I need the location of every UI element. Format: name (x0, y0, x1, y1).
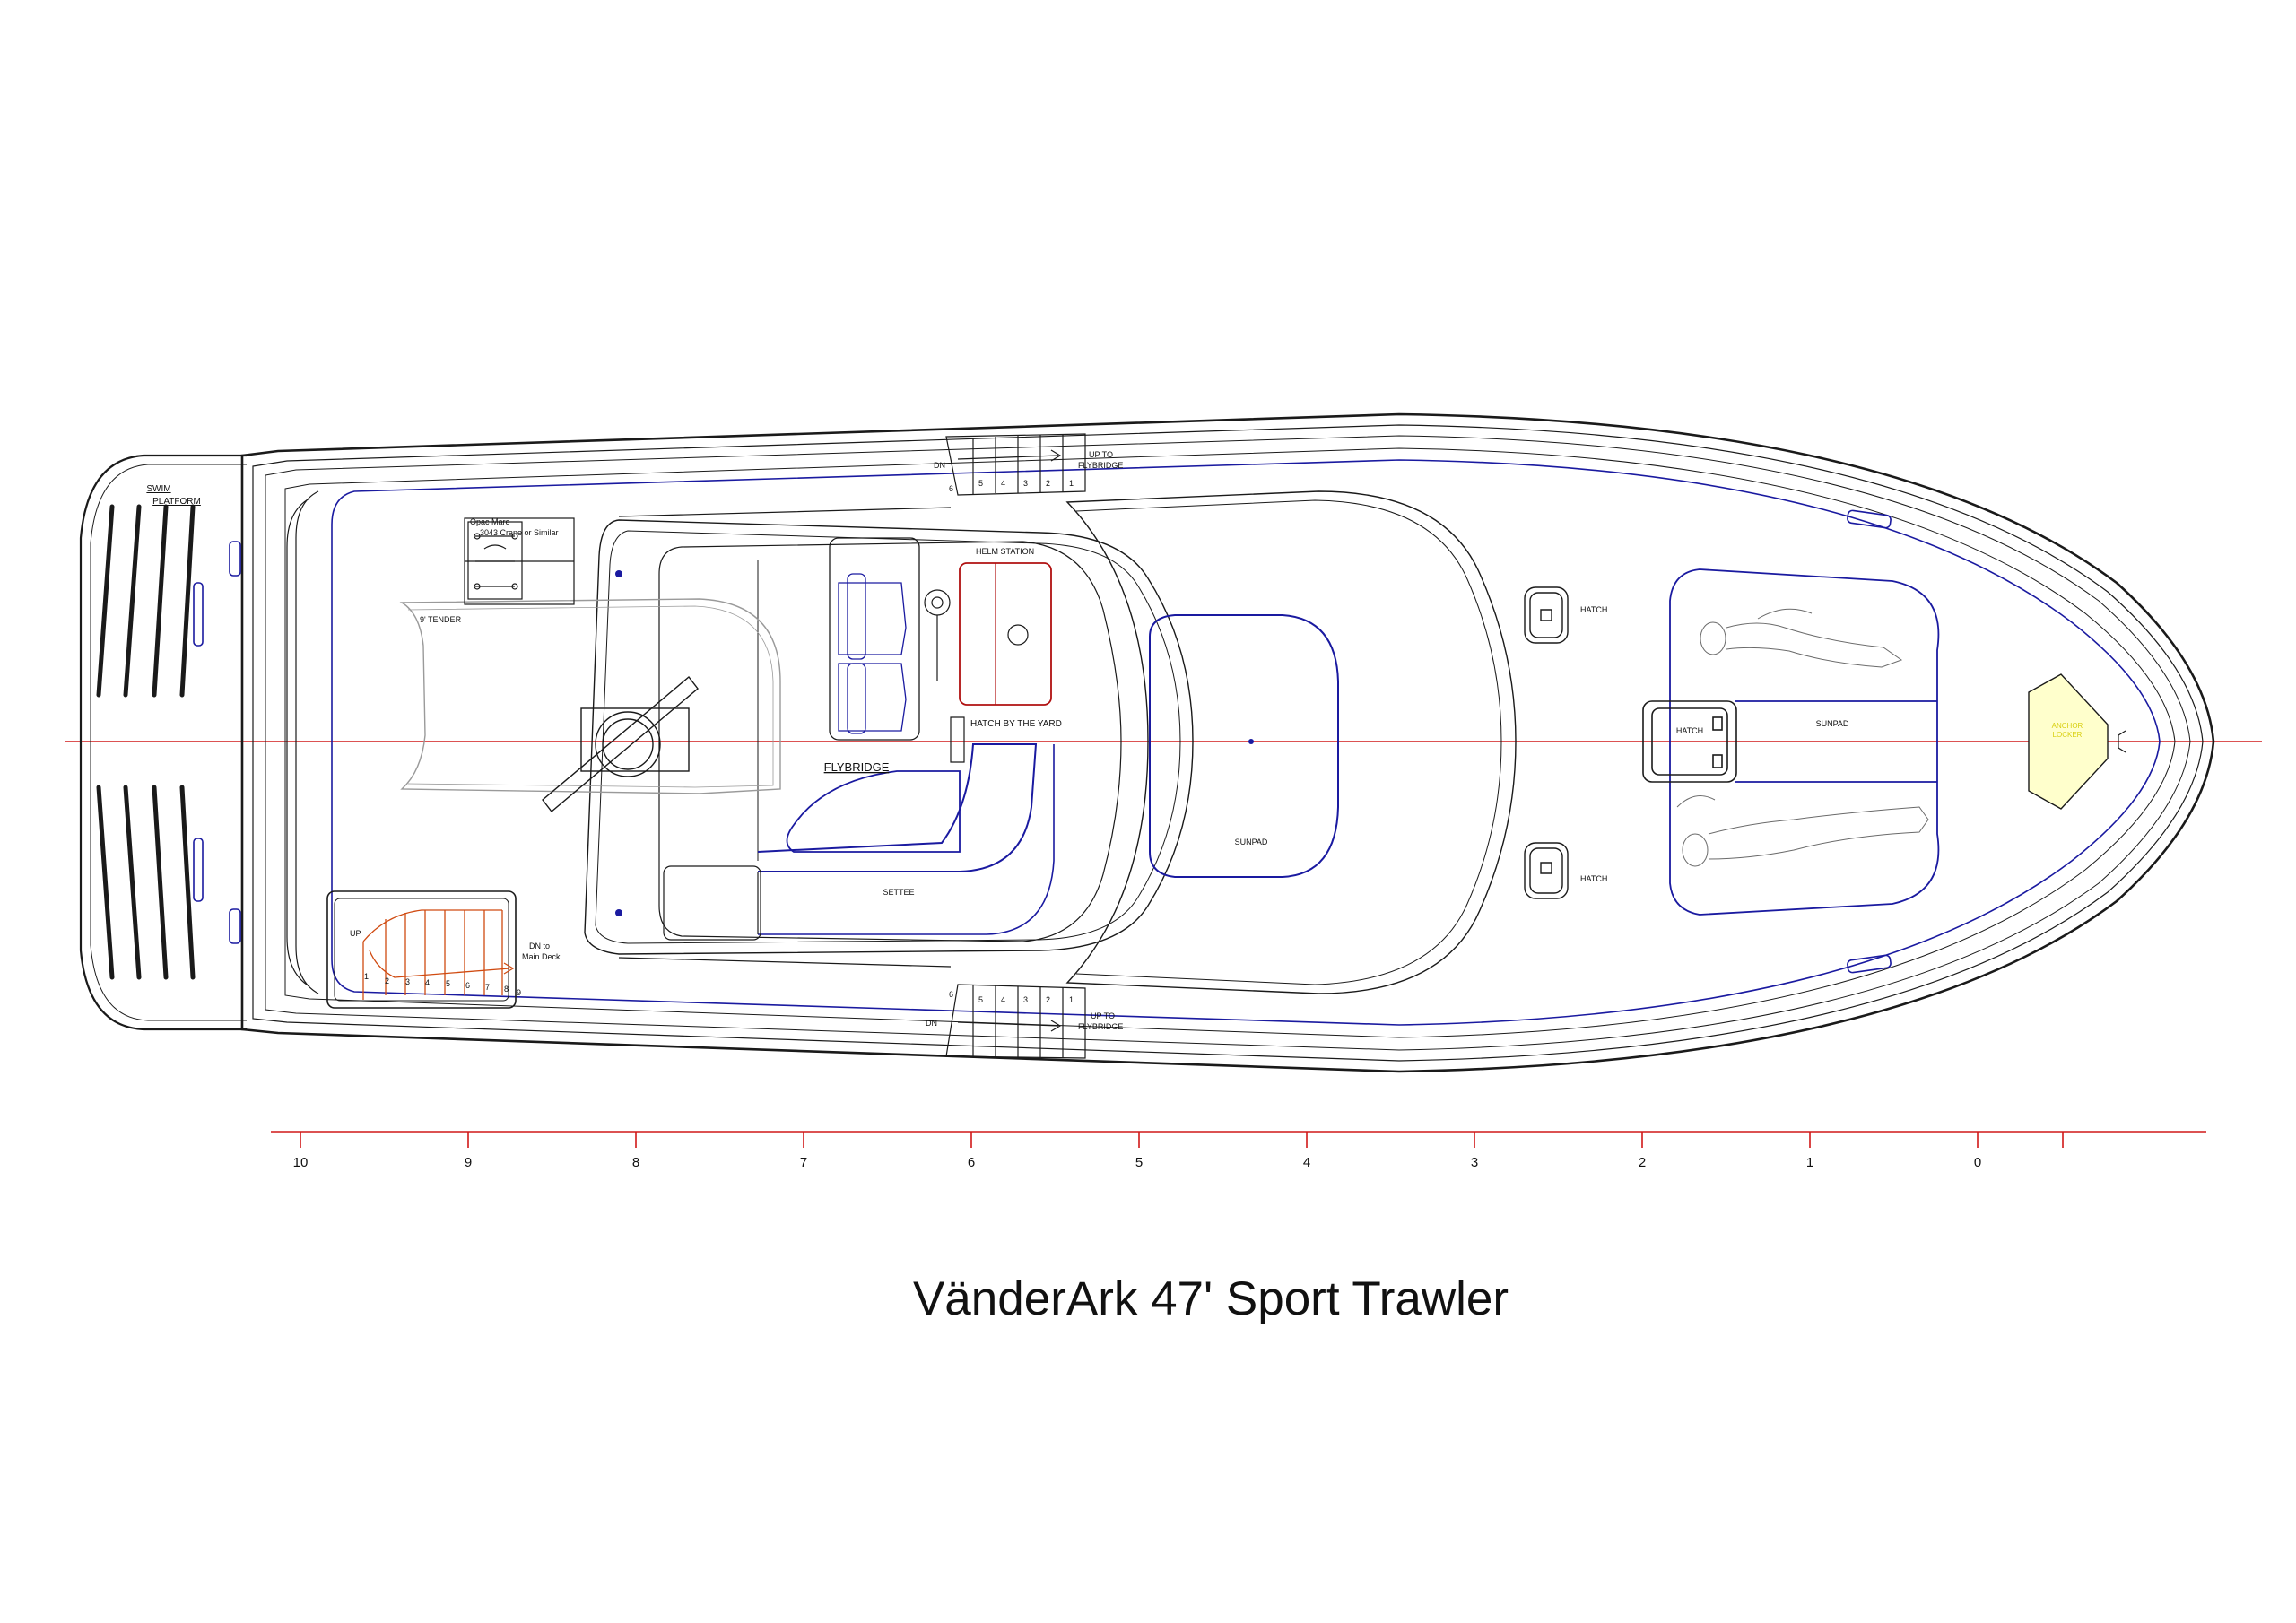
scale-numbers: 10 9 8 7 6 5 4 3 2 1 0 (293, 1155, 1982, 1170)
main-stair-number: 9 (517, 988, 521, 997)
crane-label-1: Opac Mare (470, 517, 510, 526)
sunbather-figures (1676, 608, 1929, 867)
scale-number: 10 (293, 1155, 309, 1170)
main-stair-number: 1 (364, 972, 369, 981)
scale-number: 7 (800, 1155, 807, 1170)
main-stair-number: 7 (485, 983, 490, 992)
tender-label: 9' TENDER (420, 615, 462, 624)
top-stair-number: 6 (949, 484, 953, 493)
drawing-title: VänderArk 47' Sport Trawler (912, 1272, 1509, 1325)
scale-number: 2 (1639, 1155, 1646, 1170)
swim-platform-label-1: SWIM (146, 484, 170, 494)
top-stair-numbers: 6 5 4 3 2 1 (949, 479, 1074, 493)
flybridge-deck (658, 541, 1122, 942)
hatch-upper-label: HATCH (1580, 605, 1607, 614)
scale-ticks (300, 1132, 2064, 1148)
steering-wheel (924, 589, 1029, 681)
helm-console (959, 562, 1052, 706)
scale-number: 8 (632, 1155, 639, 1170)
tender (399, 598, 781, 794)
hatch-center-label: HATCH (1676, 726, 1703, 735)
top-stair-number: 3 (1023, 479, 1028, 488)
dn-top-label: DN (934, 461, 945, 470)
up-bottom-label-1: UP TO (1091, 1011, 1115, 1020)
scale-number: 0 (1974, 1155, 1981, 1170)
cabin-top (584, 490, 1517, 994)
anchor-locker-label-2: LOCKER (2053, 731, 2083, 739)
helm-seats (829, 537, 920, 741)
scale-number: 1 (1806, 1155, 1813, 1170)
hatch-by-yard-label: HATCH BY THE YARD (970, 719, 1062, 729)
bow-sunpad-area (1669, 568, 1940, 916)
top-stair-number: 5 (978, 479, 983, 488)
up-top-label-2: FLYBRIDGE (1078, 461, 1123, 470)
stairs-top (945, 433, 1086, 496)
mounting-points (615, 570, 1254, 916)
sunpad-center-label: SUNPAD (1235, 838, 1268, 846)
bottom-stair-numbers: 6 5 4 3 2 1 (949, 990, 1074, 1004)
bottom-stair-number: 4 (1001, 995, 1005, 1004)
bottom-stair-number: 2 (1046, 995, 1050, 1004)
up-top-label-1: UP TO (1089, 450, 1113, 459)
swim-platform (79, 454, 247, 1031)
bottom-stair-number: 1 (1069, 995, 1074, 1004)
hull-outline (240, 412, 2215, 1073)
main-stair-number: 4 (425, 978, 430, 987)
dn-main-label-1: DN to (529, 942, 550, 950)
crane-boom (542, 675, 699, 813)
settee (757, 743, 1055, 935)
dn-bottom-label: DN (926, 1019, 937, 1028)
bottom-stair-number: 6 (949, 990, 953, 999)
top-stair-number: 4 (1001, 479, 1005, 488)
main-stair-number: 6 (465, 981, 470, 990)
crane-label-2: 3043 Crane or Similar (480, 528, 559, 537)
sunpad-center (1149, 614, 1339, 878)
hatch-lower-label: HATCH (1580, 874, 1607, 883)
top-stair-number: 2 (1046, 479, 1050, 488)
up-label: UP (350, 929, 361, 938)
top-stair-number: 1 (1069, 479, 1074, 488)
main-stair-number: 8 (504, 985, 509, 994)
scale-number: 3 (1471, 1155, 1478, 1170)
anchor-locker-label-1: ANCHOR (2052, 722, 2083, 730)
main-stairs (326, 890, 517, 1009)
settee-label: SETTEE (883, 888, 914, 897)
scale-number: 6 (968, 1155, 975, 1170)
center-hatch-shape (1642, 700, 1737, 783)
bottom-stair-number: 3 (1023, 995, 1028, 1004)
hatch-upper-shape (1524, 586, 1569, 644)
flybridge-label: FLYBRIDGE (824, 760, 890, 774)
deck-edge (331, 459, 2161, 1026)
hatch-lower-shape (1524, 842, 1569, 899)
scale-number: 5 (1135, 1155, 1143, 1170)
anchor-locker (2028, 673, 2126, 810)
stairs-bottom (945, 984, 1086, 1059)
main-stair-numbers: 1 2 3 4 5 6 7 8 9 (364, 972, 521, 997)
up-bottom-label-2: FLYBRIDGE (1078, 1022, 1123, 1031)
scale-number: 9 (465, 1155, 472, 1170)
settee-outline (663, 716, 965, 941)
helm-station-label: HELM STATION (976, 547, 1034, 556)
scale-number: 4 (1303, 1155, 1310, 1170)
cleats (193, 509, 1892, 974)
sunpad-bow-label: SUNPAD (1816, 719, 1849, 728)
main-stair-number: 2 (385, 976, 389, 985)
main-stair-number: 3 (405, 977, 410, 986)
crane (464, 517, 575, 605)
swim-platform-label-2: PLATFORM (152, 497, 201, 507)
swim-platform-slats (96, 504, 196, 980)
dn-main-label-2: Main Deck (522, 952, 561, 961)
bottom-stair-number: 5 (978, 995, 983, 1004)
main-stair-number: 5 (446, 979, 450, 988)
aft-deck (286, 490, 319, 994)
scale-bar (271, 1131, 2206, 1148)
